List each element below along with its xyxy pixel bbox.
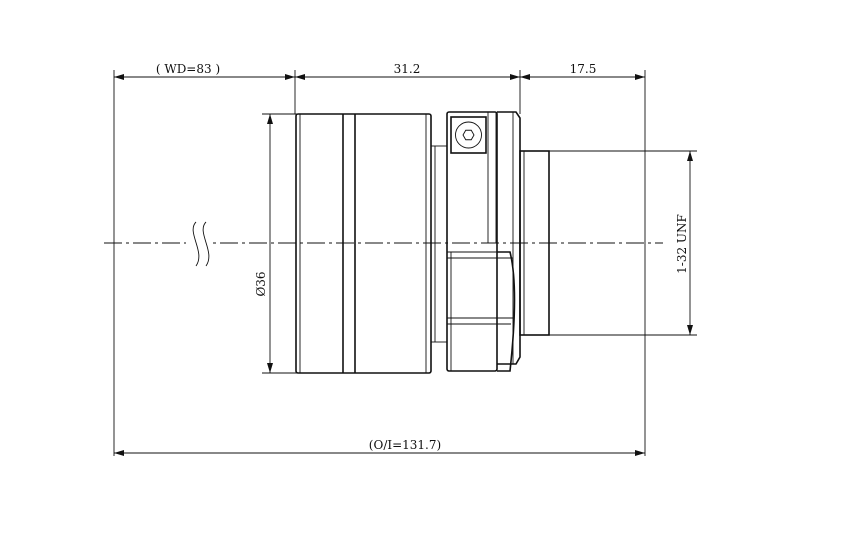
top-dimension-group: ( WD=83 ) 31.2 17.5 (113, 62, 646, 456)
diameter-dimension-group: Ø36 (254, 113, 297, 374)
body-length-label: 31.2 (394, 62, 421, 76)
thread-stub-outline (519, 150, 550, 336)
overall-dimension-group: (O/I=131.7) (114, 438, 645, 456)
optical-axis (104, 221, 663, 267)
diameter-label: Ø36 (254, 271, 268, 296)
hex-socket-icon (462, 129, 475, 141)
thread-mount (519, 150, 550, 336)
nut-profile (497, 251, 516, 372)
thread-label: 1-32 UNF (675, 214, 689, 274)
wd-label: ( WD=83 ) (156, 62, 220, 76)
barrel-outline (295, 113, 432, 374)
thread-dimension-group: 1-32 UNF (549, 150, 697, 336)
barrel-step (430, 145, 448, 343)
break-mark-left (192, 221, 200, 267)
flange-outline (497, 111, 521, 365)
mount-length-label: 17.5 (570, 62, 597, 76)
collar-outline (446, 111, 498, 372)
screw-head-outline (450, 116, 487, 154)
rear-flange (497, 111, 521, 365)
locking-collar (446, 111, 516, 372)
overall-length-label: (O/I=131.7) (369, 438, 441, 452)
break-mark-right (202, 221, 210, 267)
screw-head-icon (455, 121, 482, 149)
lens-body (295, 113, 448, 374)
